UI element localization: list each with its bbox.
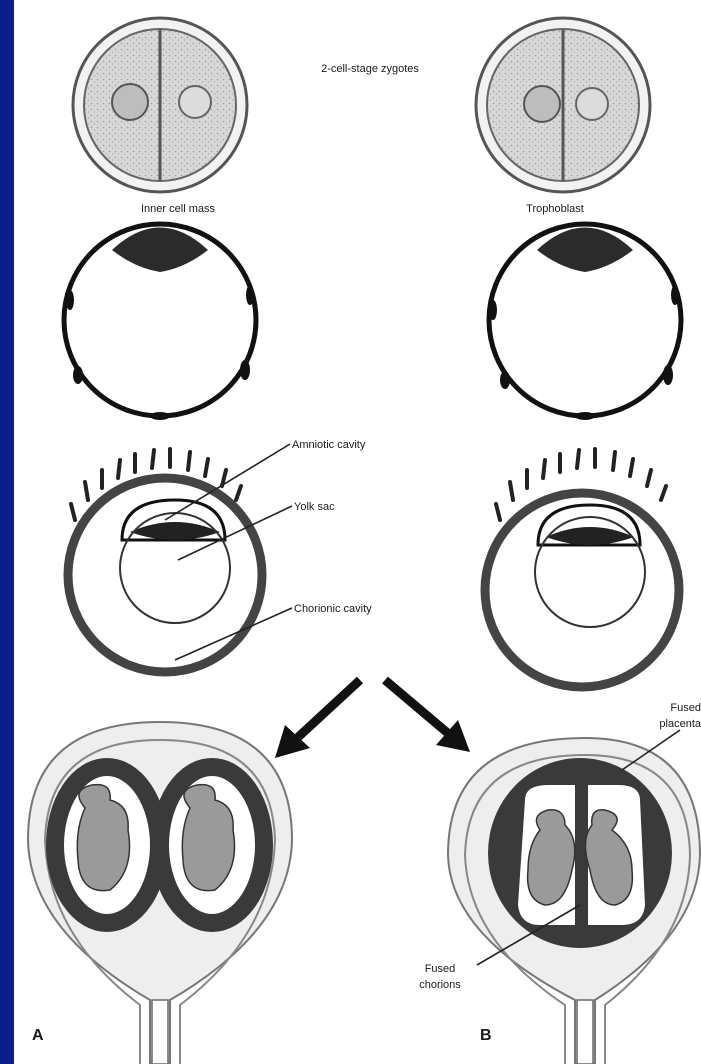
fused-chorions-label-1: Fused bbox=[425, 963, 456, 975]
zygote-left bbox=[73, 18, 247, 192]
arrow-left bbox=[275, 680, 360, 758]
arrow-right bbox=[385, 680, 470, 752]
implanted-blastocyst-left bbox=[68, 449, 262, 672]
fused-placenta-label-1: Fused bbox=[670, 702, 701, 714]
yolk-sac-label: Yolk sac bbox=[294, 501, 335, 513]
blastocyst-right bbox=[489, 224, 681, 420]
chorion-a-right bbox=[160, 767, 264, 923]
implanted-blastocyst-right bbox=[485, 449, 679, 687]
fused-placenta-label-2: placenta bbox=[659, 718, 701, 730]
chorionic-cavity-label: Chorionic cavity bbox=[294, 603, 372, 615]
trophoblast-label: Trophoblast bbox=[526, 203, 584, 215]
fused-chorions-label-2: chorions bbox=[419, 979, 461, 991]
zygote-right bbox=[476, 18, 650, 192]
panel-b-label: B bbox=[480, 1027, 492, 1044]
amniotic-cavity-label: Amniotic cavity bbox=[292, 439, 366, 451]
fused-chorion-b bbox=[488, 758, 672, 948]
panel-a-label: A bbox=[32, 1027, 44, 1044]
zygote-label: 2-cell-stage zygotes bbox=[321, 63, 419, 75]
blastocyst-left bbox=[64, 224, 256, 420]
chorion-a-left bbox=[55, 767, 159, 923]
inner-cell-mass-label: Inner cell mass bbox=[141, 203, 215, 215]
